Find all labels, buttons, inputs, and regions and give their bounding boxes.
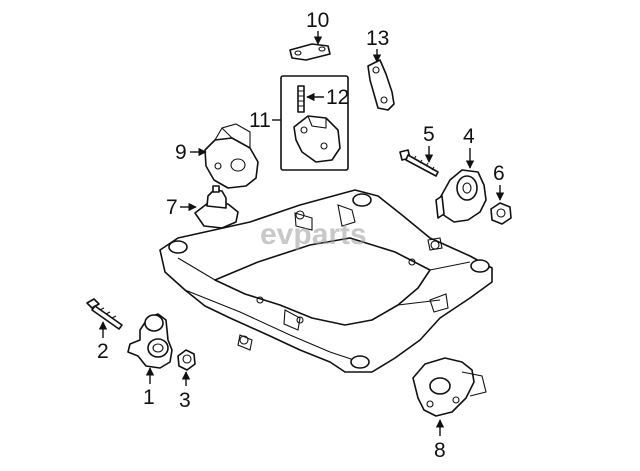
part-1-front-mount [127, 313, 173, 369]
callout-1: 1 [143, 367, 155, 409]
part-5-bolt [399, 149, 439, 177]
callout-5: 5 [423, 123, 435, 163]
svg-text:8: 8 [434, 439, 446, 462]
callout-9: 9 [175, 141, 207, 164]
svg-text:4: 4 [463, 125, 475, 148]
part-3-nut [177, 349, 196, 371]
engine-subframe [159, 189, 493, 373]
svg-text:10: 10 [306, 9, 329, 32]
svg-text:12: 12 [326, 86, 349, 109]
watermark: evparts [260, 218, 367, 251]
svg-text:1: 1 [143, 386, 155, 409]
svg-text:2: 2 [97, 340, 109, 363]
part-7-insulator [194, 185, 239, 229]
part-6-nut [490, 202, 512, 225]
svg-text:3: 3 [179, 389, 191, 412]
part-9-engine-bracket [204, 123, 259, 189]
callout-8: 8 [434, 419, 446, 462]
callout-10: 10 [306, 9, 329, 45]
part-10-plate [289, 43, 331, 61]
svg-text:7: 7 [166, 196, 178, 219]
svg-text:11: 11 [249, 109, 271, 132]
svg-text:6: 6 [493, 162, 505, 185]
callout-11: 11 [249, 109, 281, 132]
svg-text:13: 13 [366, 27, 389, 50]
svg-text:5: 5 [423, 123, 435, 146]
callout-2: 2 [97, 321, 109, 363]
svg-text:9: 9 [175, 141, 187, 164]
part-13-bracket [367, 59, 395, 111]
callout-12: 12 [306, 86, 349, 109]
part-2-bolt [86, 298, 123, 330]
callout-6: 6 [493, 162, 505, 201]
callout-3: 3 [179, 371, 191, 412]
part-12-stud [297, 85, 305, 113]
part-8-bracket [412, 357, 487, 417]
part-4-rear-mount [435, 169, 487, 223]
callout-13: 13 [366, 27, 389, 63]
callout-4: 4 [463, 125, 475, 169]
callout-7: 7 [166, 196, 197, 219]
